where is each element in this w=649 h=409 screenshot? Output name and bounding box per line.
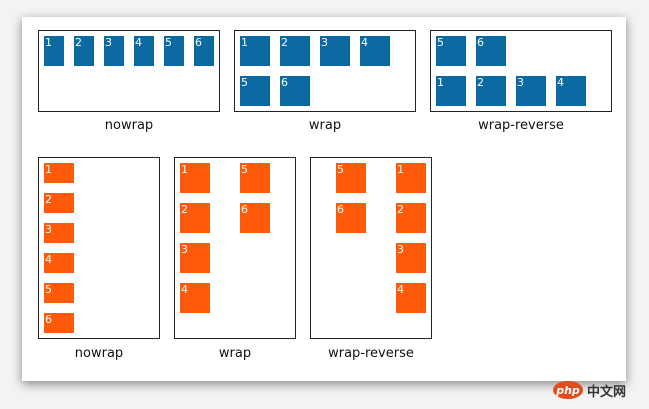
flex-item: 5: [164, 36, 184, 66]
flex-item: 1: [180, 163, 210, 193]
row-wrap-frame: 1 2 3 4 5 6: [234, 30, 416, 112]
site-watermark: php 中文网: [553, 377, 626, 403]
demo-caption: nowrap: [74, 346, 124, 361]
demo-caption: wrap-reverse: [478, 118, 564, 133]
flex-item: 3: [104, 36, 124, 66]
flex-item: 5: [240, 163, 270, 193]
demo-caption: wrap-reverse: [328, 346, 414, 361]
flex-item: 4: [360, 36, 390, 66]
flex-item: 6: [336, 203, 366, 233]
flex-item: 5: [44, 283, 74, 303]
row-wrap-reverse-frame: 5 6 1 2 3 4: [430, 30, 612, 112]
flex-item: 2: [396, 203, 426, 233]
flex-item: 1: [396, 163, 426, 193]
flex-item: 4: [134, 36, 154, 66]
flex-item: 4: [180, 283, 210, 313]
flex-item: 5: [240, 76, 270, 106]
flex-item: 3: [320, 36, 350, 66]
demo-caption: wrap: [218, 346, 252, 361]
flex-item: 2: [74, 36, 94, 66]
flex-item: 5: [436, 36, 466, 66]
flex-item: 3: [396, 243, 426, 273]
flex-item: 1: [240, 36, 270, 66]
flex-item: 1: [44, 163, 74, 183]
flex-item: 6: [194, 36, 214, 66]
flex-item: 4: [44, 253, 74, 273]
flex-item: 1: [436, 76, 466, 106]
flex-item: 6: [240, 203, 270, 233]
flex-item: 2: [476, 76, 506, 106]
demo-caption: nowrap: [104, 118, 154, 133]
row-nowrap-frame: 1 2 3 4 5 6: [38, 30, 220, 112]
watermark-site-name: 中文网: [587, 384, 627, 400]
php-logo-icon: php: [553, 381, 583, 399]
flex-item: 3: [180, 243, 210, 273]
demo-caption: wrap: [308, 118, 342, 133]
flex-item: 1: [44, 36, 64, 66]
flex-item: 5: [336, 163, 366, 193]
flex-item: 6: [476, 36, 506, 66]
flex-item: 2: [180, 203, 210, 233]
flex-item: 6: [280, 76, 310, 106]
flex-item: 6: [44, 313, 74, 333]
column-wrap-frame: 1 2 3 4 5 6: [174, 157, 296, 339]
flex-item: 2: [44, 193, 74, 213]
column-nowrap-frame: 1 2 3 4 5 6: [38, 157, 160, 339]
column-wrap-reverse-frame: 5 6 1 2 3 4: [310, 157, 432, 339]
flex-item: 3: [44, 223, 74, 243]
flex-item: 3: [516, 76, 546, 106]
flex-item: 2: [280, 36, 310, 66]
flex-item: 4: [556, 76, 586, 106]
flex-item: 4: [396, 283, 426, 313]
